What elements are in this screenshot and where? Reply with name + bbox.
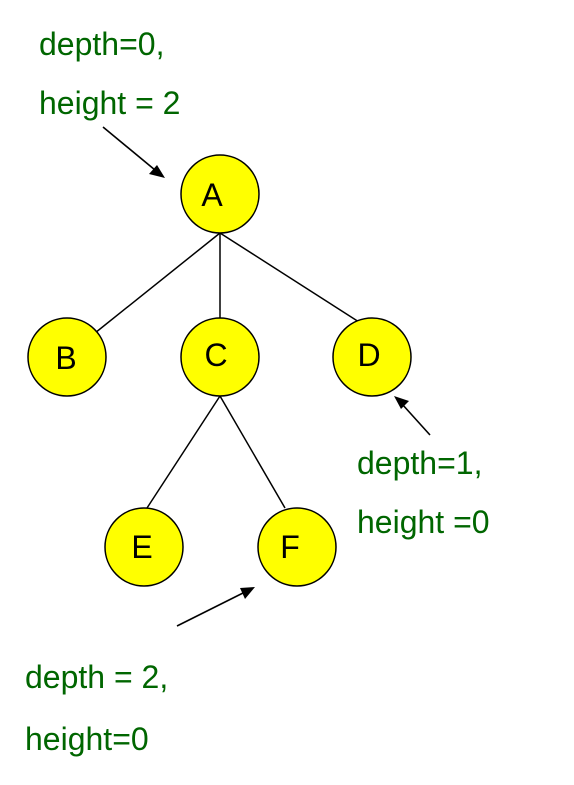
arrow-to-root-shaft (102, 126, 156, 171)
tree-edges (94, 232, 360, 509)
tree-node-f: F (257, 507, 337, 587)
node-d-label: D (357, 337, 380, 373)
node-c-label: C (204, 337, 227, 373)
arrow-to-d-head (394, 396, 409, 409)
tree-node-a: A (180, 154, 260, 234)
node-e-circle (104, 507, 184, 587)
edge-a-d (219, 232, 360, 323)
arrow-to-d-shaft (401, 403, 431, 436)
node-c-circle (180, 317, 260, 397)
node-b-label: B (55, 340, 76, 376)
node-f-circle (257, 507, 337, 587)
node-e-label: E (131, 529, 152, 565)
annotation-f-depth: depth = 2, (25, 659, 168, 695)
arrow-to-d (394, 396, 431, 436)
arrow-to-f-head (240, 587, 255, 599)
edge-a-b (94, 232, 221, 334)
node-a-label: A (201, 177, 223, 213)
annotation-d-depth: depth=1, (357, 445, 482, 481)
annotation-root-depth: depth=0, (39, 26, 164, 62)
node-d-circle (332, 317, 412, 397)
edge-c-e (146, 395, 221, 509)
node-f-label: F (280, 529, 300, 565)
tree-node-d: D (332, 317, 412, 397)
arrow-to-root (102, 126, 165, 178)
node-a-circle (180, 154, 260, 234)
tree-node-b: B (27, 317, 107, 397)
tree-node-e: E (104, 507, 184, 587)
node-b-circle (27, 317, 107, 397)
arrow-to-f-shaft (176, 591, 246, 627)
arrow-to-root-head (149, 165, 165, 178)
annotation-d: depth=1, height =0 (357, 445, 490, 540)
annotation-d-height: height =0 (357, 504, 490, 540)
annotation-root-height: height = 2 (39, 85, 180, 121)
annotation-f: depth = 2, height=0 (25, 659, 168, 757)
annotation-f-height: height=0 (25, 721, 149, 757)
annotation-root: depth=0, height = 2 (39, 26, 180, 121)
edge-c-f (219, 395, 286, 509)
arrow-to-f (176, 587, 255, 627)
tree-node-c: C (180, 317, 260, 397)
